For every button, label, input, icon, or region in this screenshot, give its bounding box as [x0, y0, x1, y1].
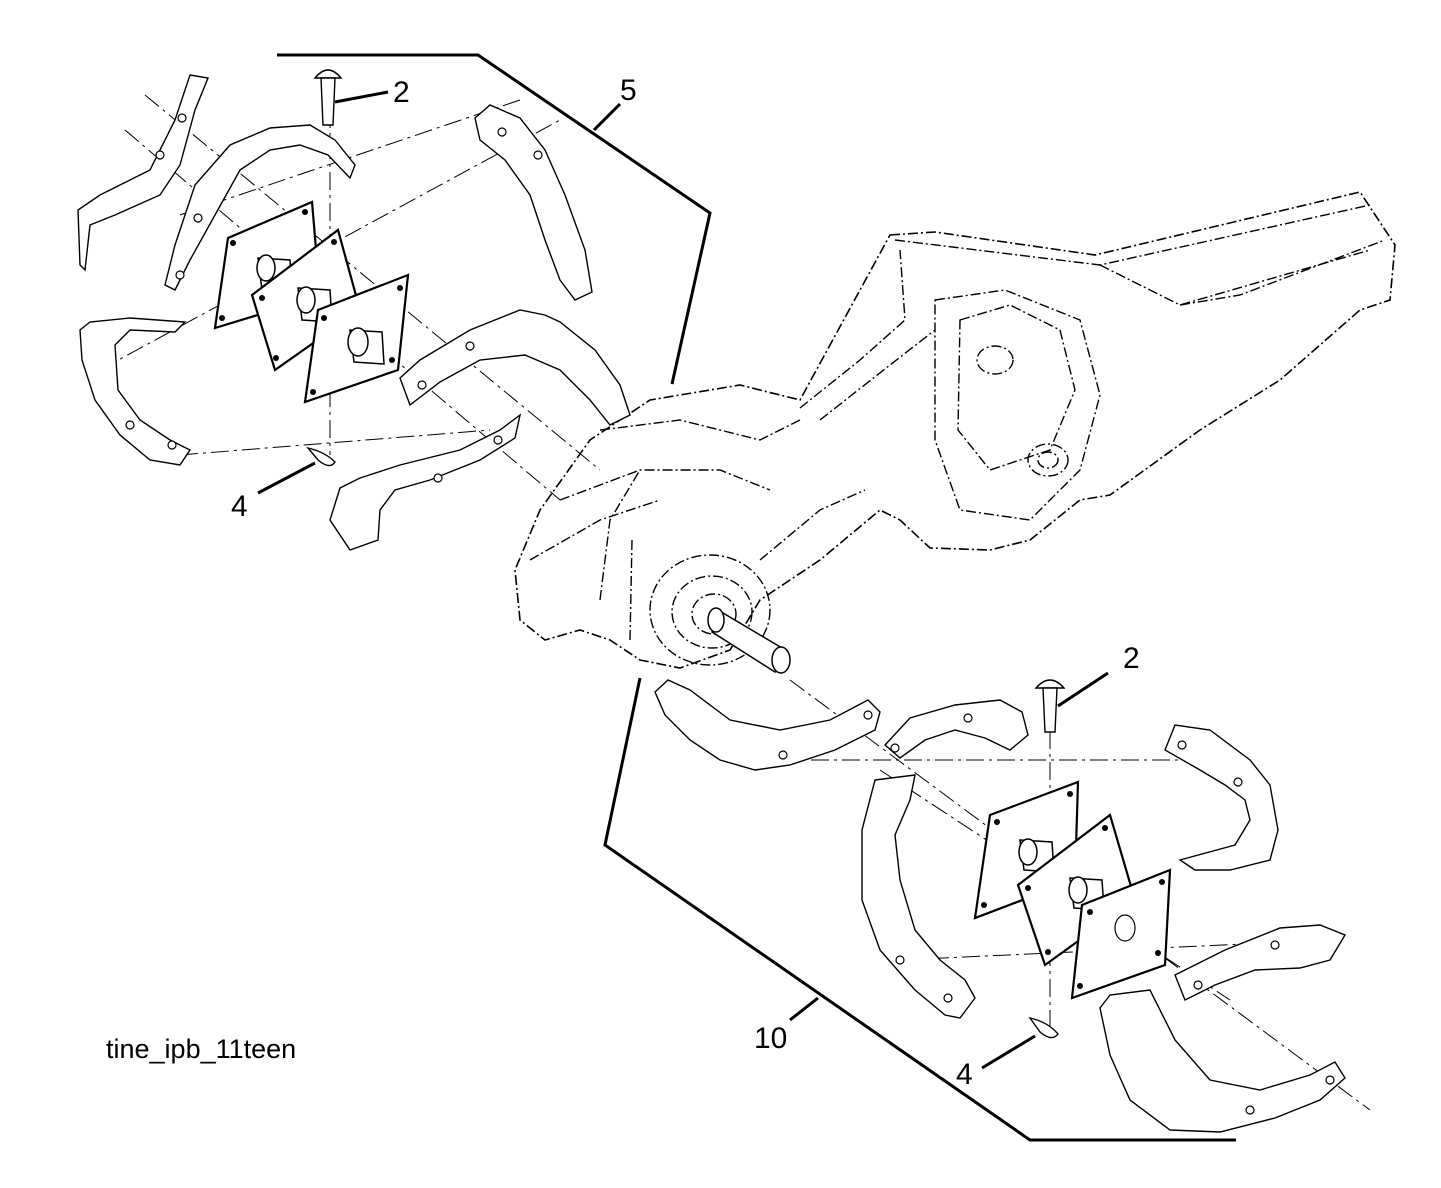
lower-assembly-leader: [789, 996, 819, 1022]
upper-clevis-pin: [313, 69, 343, 126]
callout-upper-assembly: 5: [620, 74, 637, 107]
upper-tine-assembly: [77, 74, 631, 551]
tine-blade: [79, 317, 192, 466]
tine-blade: [861, 774, 976, 1019]
lower-hairpin-clip: [1028, 1016, 1059, 1039]
callout-lower-clip: 4: [956, 1058, 973, 1091]
tine-blade: [1164, 724, 1279, 871]
upper-pin-leader: [334, 90, 389, 104]
lower-pin-leader: [1057, 671, 1109, 708]
lower-assembly-bracket: [603, 677, 1236, 1142]
tiller-housing: [514, 191, 1396, 669]
upper-hairpin-clip: [306, 446, 336, 467]
tine-blade: [883, 699, 1029, 759]
callout-lower-pin: 2: [1123, 642, 1140, 675]
callout-upper-clip: 4: [231, 490, 248, 523]
upper-assembly-bracket: [277, 53, 712, 385]
tine-blade: [329, 413, 522, 551]
lower-tine-assembly: [654, 679, 1347, 1133]
tine-blade: [1174, 924, 1347, 1001]
upper-assembly-leader: [592, 102, 622, 132]
diagram-caption: tine_ipb_11teen: [106, 1034, 296, 1064]
tine-blade: [399, 309, 631, 426]
lower-clevis-pin: [1034, 679, 1066, 733]
lower-clip-leader: [981, 1034, 1036, 1070]
axle-shaft: [707, 607, 791, 674]
callout-lower-assembly: 10: [754, 1022, 787, 1055]
upper-clip-leader: [257, 461, 316, 495]
tine-blade: [77, 74, 209, 272]
tine-blade: [474, 104, 593, 301]
tine-blade: [164, 124, 356, 291]
tine-blade: [654, 679, 881, 771]
tine-blade: [1099, 989, 1346, 1133]
callout-upper-pin: 2: [393, 76, 410, 109]
